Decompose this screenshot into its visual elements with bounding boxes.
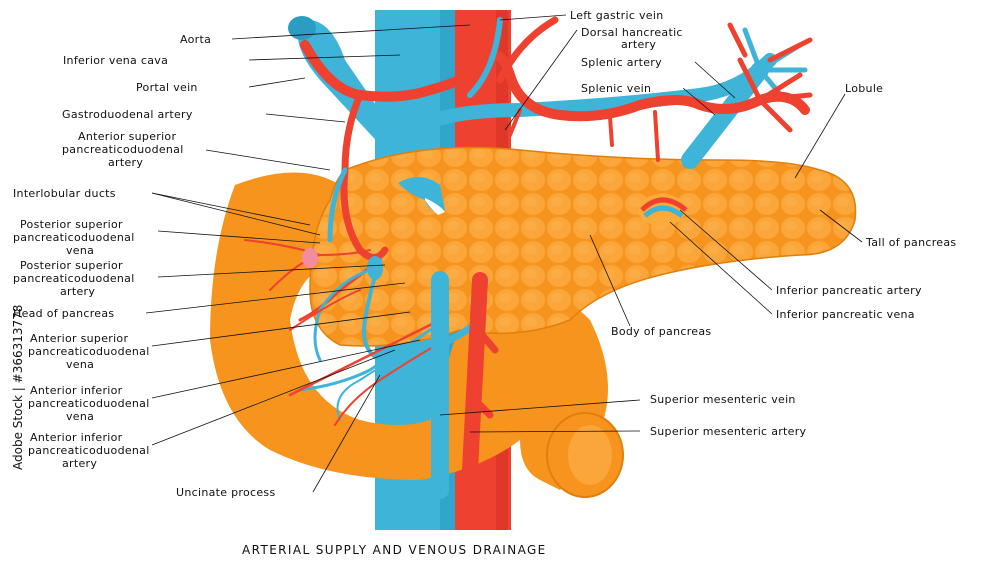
label-aip-vena-1: Anterior inferior (30, 384, 123, 397)
label-asp-vena-1: Anterior superior (30, 332, 128, 345)
label-dorsal-pancreatic-artery-2: artery (621, 38, 656, 51)
splenic-vein (388, 53, 777, 147)
label-asp-vena-2: pancreaticoduodenal (28, 345, 150, 358)
label-inferior-pancreatic-vena: Inferior pancreatic vena (776, 308, 915, 321)
label-psp-artery-1: Posterior superior (20, 259, 123, 272)
label-asp-artery-3: artery (108, 156, 143, 169)
label-inferior-vena-cava: Inferior vena cava (63, 54, 168, 67)
label-psp-artery-2: pancreaticoduodenal (13, 272, 135, 285)
watermark: Adobe Stock | #366313778 (11, 305, 25, 470)
label-interlobular-ducts: Interlobular ducts (13, 187, 116, 200)
label-superior-mesenteric-vein: Superior mesenteric vein (650, 393, 796, 406)
label-aip-vena-2: pancreaticoduodenal (28, 397, 150, 410)
diagram-caption: ARTERIAL SUPPLY AND VENOUS DRAINAGE (242, 543, 547, 557)
label-gastroduodenal-artery: Gastroduodenal artery (62, 108, 193, 121)
leader-lines (145, 14, 863, 493)
label-left-gastric-vein: Left gastric vein (570, 9, 664, 22)
label-aip-artery-1: Anterior inferior (30, 431, 123, 444)
label-head-of-pancreas: Head of pancreas (13, 307, 114, 320)
label-aorta: Aorta (180, 33, 211, 46)
label-portal-vein: Portal vein (136, 81, 198, 94)
label-aip-artery-3: artery (62, 457, 97, 470)
label-superior-mesenteric-artery: Superior mesenteric artery (650, 425, 807, 438)
label-psp-artery-3: artery (60, 285, 95, 298)
label-aip-artery-2: pancreaticoduodenal (28, 444, 150, 457)
label-splenic-vein: Splenic vein (581, 82, 651, 95)
label-psp-vena-1: Posterior superior (20, 218, 123, 231)
label-tail-of-pancreas: Tall of pancreas (865, 236, 956, 249)
portal-vein (297, 19, 400, 150)
superior-mesenteric-artery (462, 272, 488, 478)
label-dorsal-pancreatic-artery-1: Dorsal hancreatic (581, 26, 683, 39)
label-lobule: Lobule (845, 82, 883, 95)
label-aip-vena-3: vena (66, 410, 94, 423)
label-splenic-artery: Splenic artery (581, 56, 662, 69)
label-uncinate-process: Uncinate process (176, 486, 276, 499)
splenic-artery (300, 40, 810, 122)
label-asp-vena-3: vena (66, 358, 94, 371)
label-asp-artery-1: Anterior superior (78, 130, 176, 143)
inferior-pancreatic-cross-section (638, 194, 688, 226)
label-inferior-pancreatic-artery: Inferior pancreatic artery (776, 284, 922, 297)
label-body-of-pancreas: Body of pancreas (611, 325, 711, 338)
label-psp-vena-2: pancreaticoduodenal (13, 231, 135, 244)
label-psp-vena-3: vena (66, 244, 94, 257)
label-asp-artery-2: pancreaticoduodenal (62, 143, 184, 156)
